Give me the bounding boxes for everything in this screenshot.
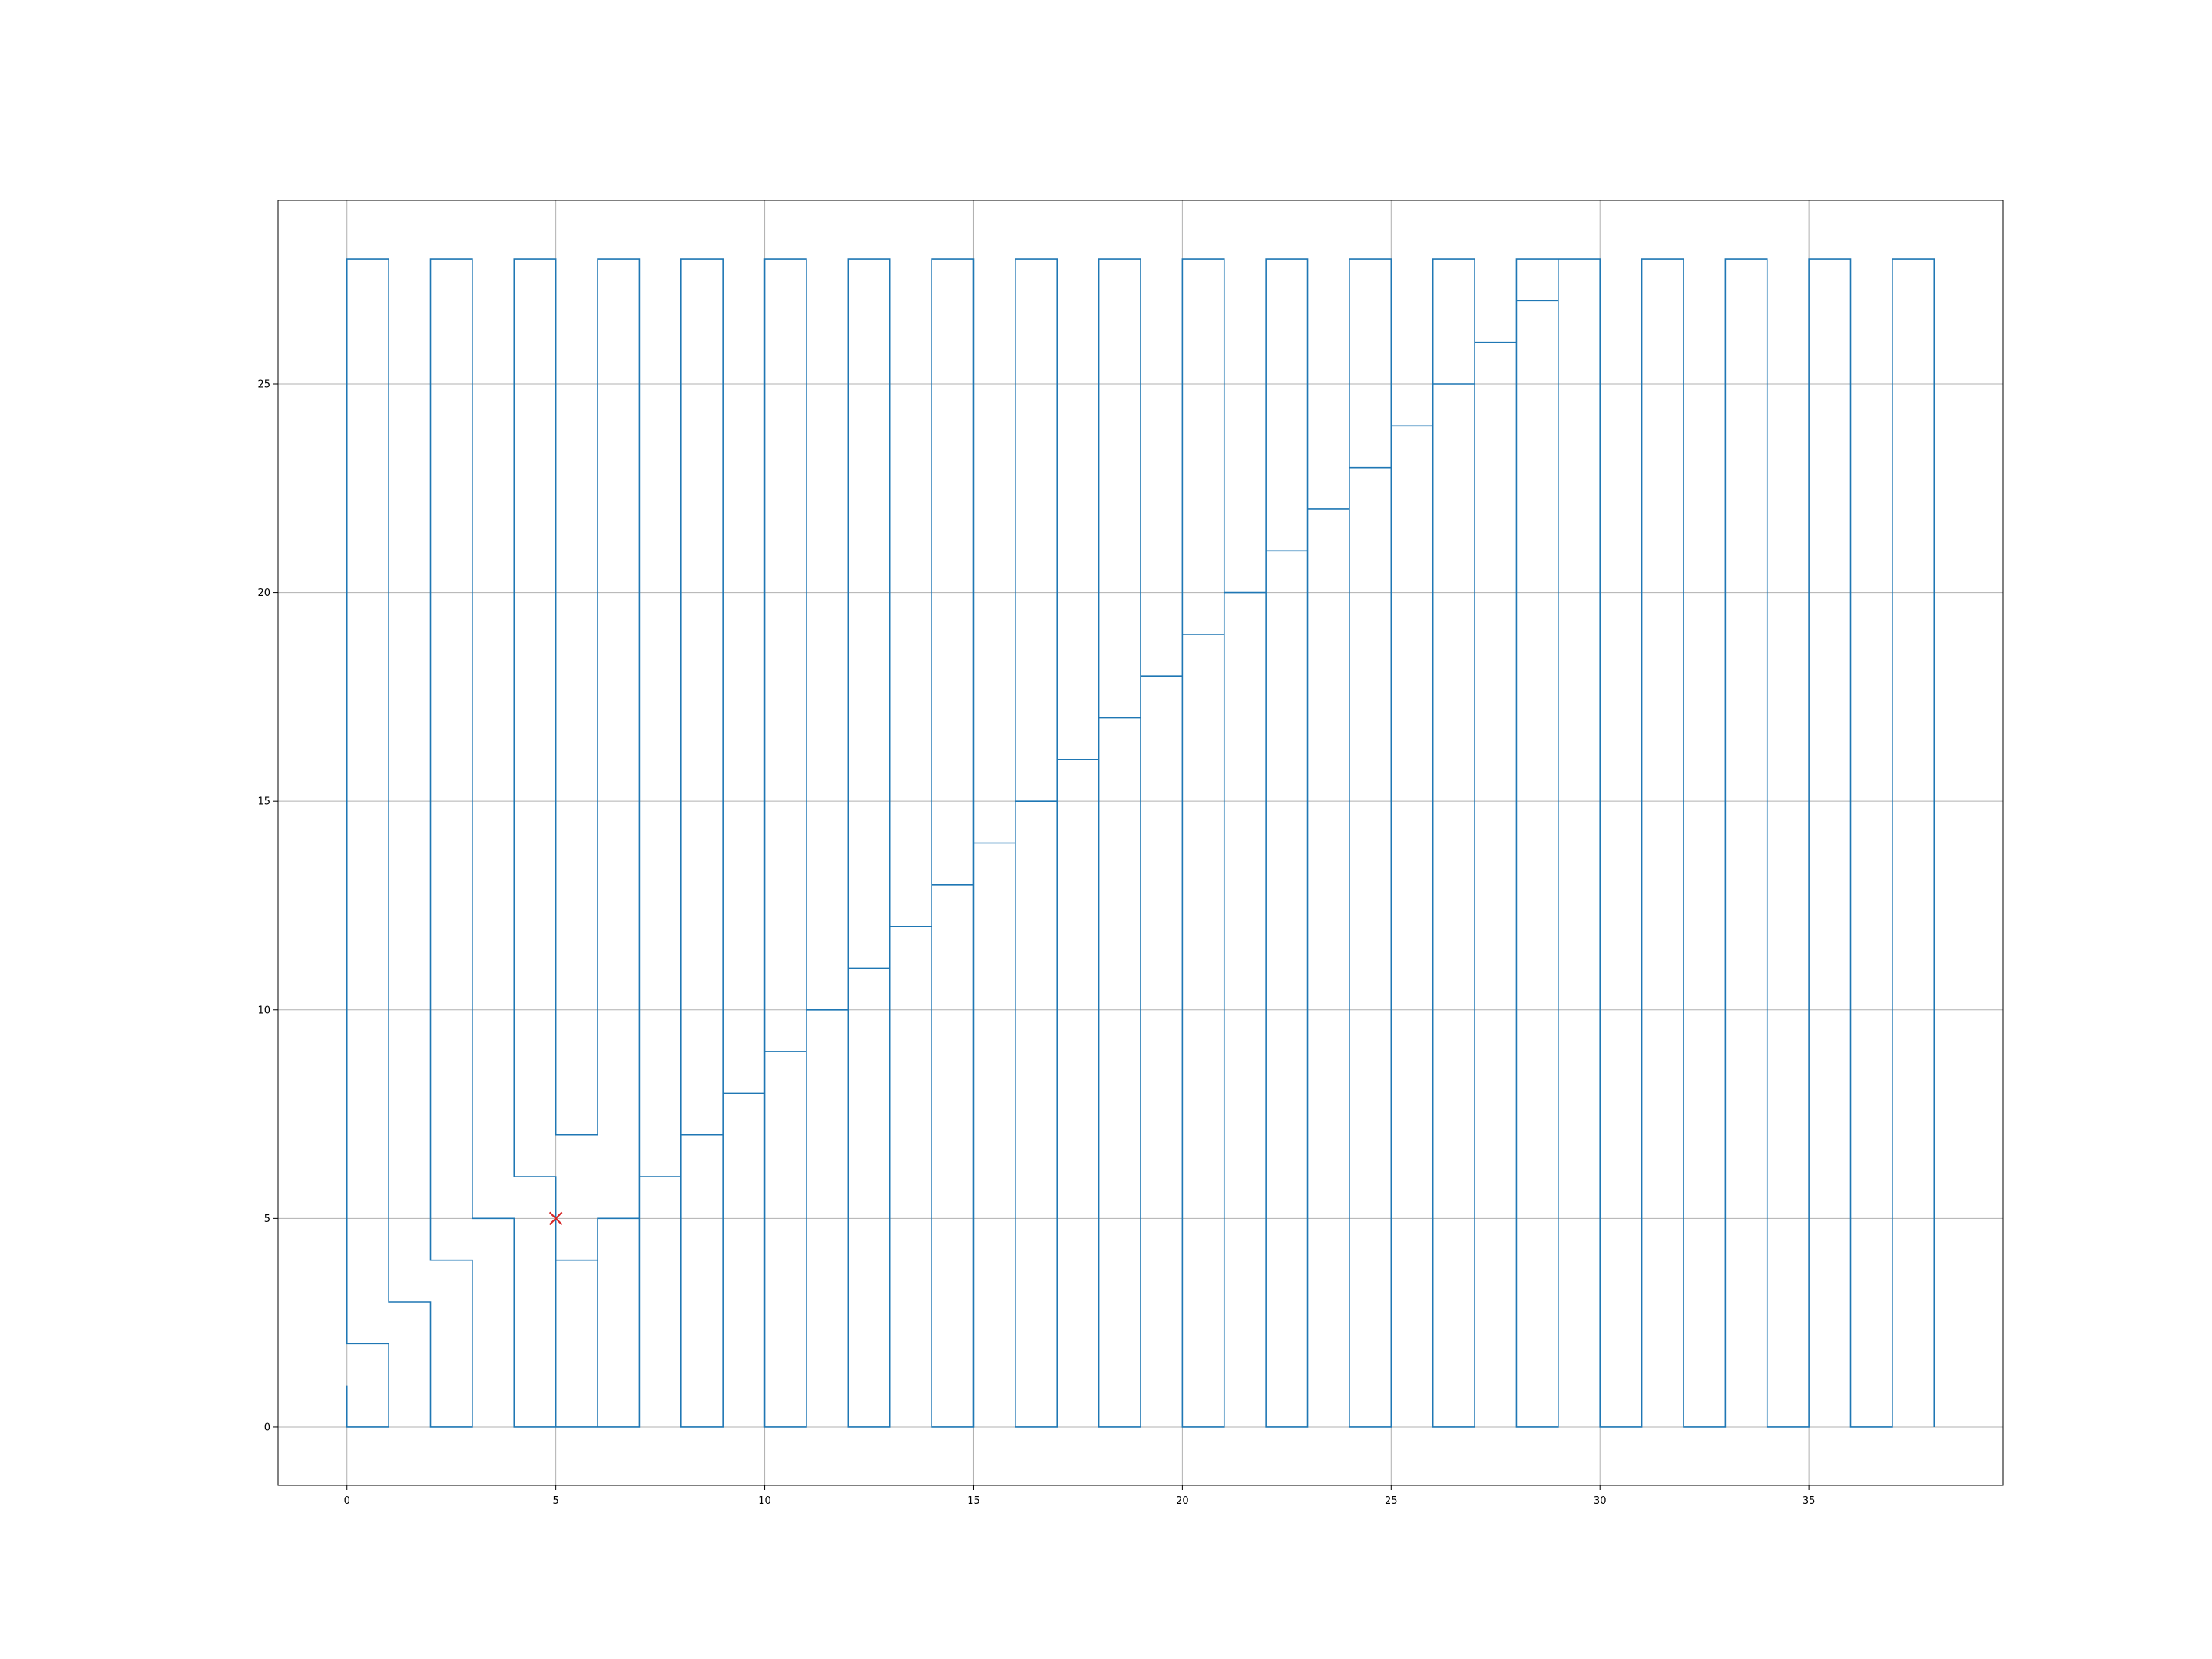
x-tick-label: 5: [553, 1495, 559, 1507]
y-axis-ticks: 0 5 10 15 20 25: [257, 379, 278, 1433]
y-tick-label: 5: [264, 1214, 270, 1225]
x-axis-ticks: 0 5 10 15 20 25 30 35: [344, 1485, 1816, 1507]
axes-frame: [277, 200, 2004, 1486]
x-tick-label: 30: [1594, 1495, 1607, 1507]
x-tick-label: 10: [758, 1495, 771, 1507]
series-layer: [346, 258, 1936, 1428]
y-tick-label: 25: [257, 379, 270, 391]
x-tick-label: 35: [1803, 1495, 1816, 1507]
x-tick-label: 25: [1385, 1495, 1398, 1507]
y-tick-label: 10: [257, 1005, 270, 1016]
path-series-line: [346, 258, 1936, 1428]
x-tick-label: 15: [967, 1495, 980, 1507]
y-tick-label: 20: [257, 588, 270, 599]
y-tick-label: 0: [264, 1422, 270, 1433]
x-tick-label: 20: [1176, 1495, 1189, 1507]
x-marker-stroke: [548, 1211, 563, 1226]
x-tick-label: 0: [344, 1495, 350, 1507]
y-tick-label: 15: [257, 796, 270, 808]
x-marker: [548, 1211, 563, 1226]
marker-layer: [548, 1211, 563, 1226]
